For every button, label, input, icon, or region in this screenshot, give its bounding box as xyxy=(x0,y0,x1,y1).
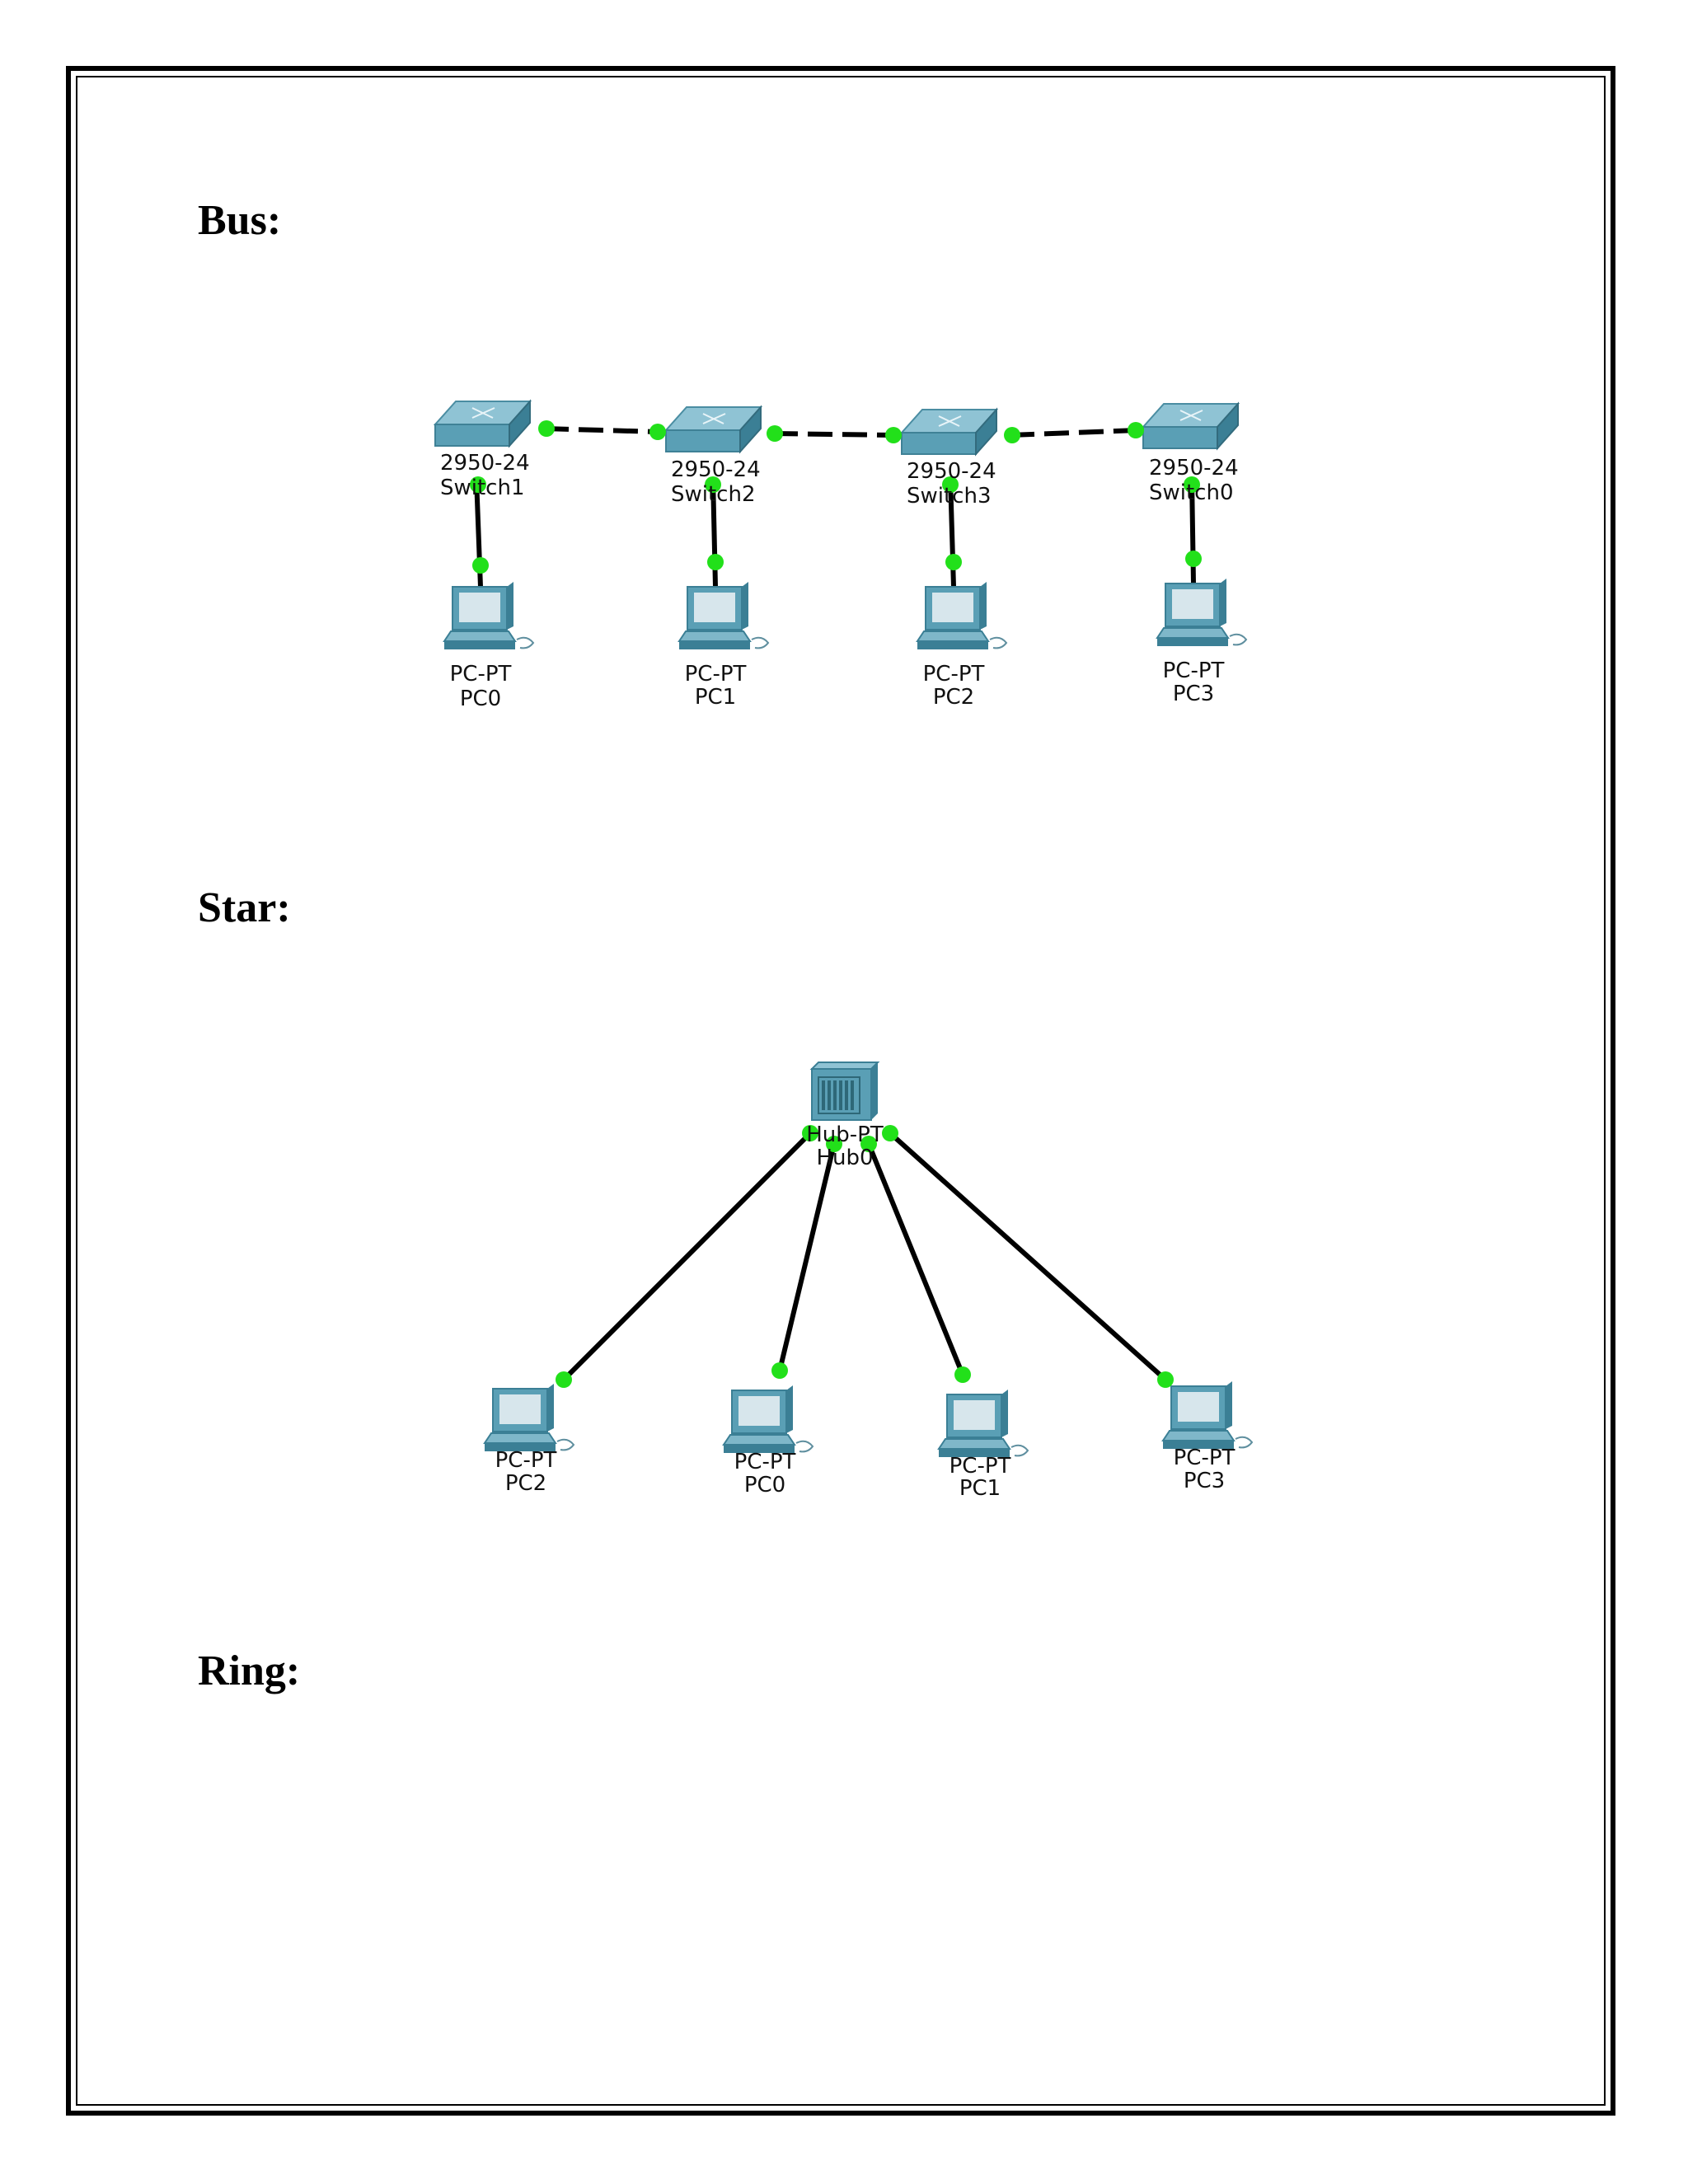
bus-switch-0-model-label: 2950-24 xyxy=(440,451,530,476)
bus-pc-0-model-label: PC-PT xyxy=(450,662,512,687)
star-pc-2-name-label: PC1 xyxy=(959,1476,1001,1501)
bus-port-switch-0-down xyxy=(470,476,486,493)
bus-switch-2-model-label: 2950-24 xyxy=(907,459,996,484)
bus-port-sw3-right xyxy=(1004,427,1020,443)
star-link-hub-pc-3 xyxy=(888,1131,1168,1382)
bus-section-title: Bus: xyxy=(198,197,282,244)
bus-pc-2[interactable] xyxy=(916,582,1008,649)
bus-switch-2[interactable] xyxy=(899,407,999,457)
bus-port-pc-0-up xyxy=(472,557,489,574)
bus-pc-2-model-label: PC-PT xyxy=(923,662,985,687)
bus-switch-3-name-label: Switch0 xyxy=(1149,480,1234,505)
star-pc-0[interactable] xyxy=(483,1384,575,1451)
bus-pc-3-name-label: PC3 xyxy=(1173,682,1214,706)
bus-pc-2-name-label: PC2 xyxy=(933,685,974,710)
bus-switch-3[interactable] xyxy=(1141,401,1240,451)
star-link-hub-pc-2 xyxy=(866,1142,965,1376)
star-port-pc-0 xyxy=(556,1371,572,1388)
bus-pc-0-name-label: PC0 xyxy=(460,687,501,711)
star-port-pc-2 xyxy=(954,1366,971,1383)
bus-port-pc-3-up xyxy=(1185,551,1202,567)
bus-port-sw2-right xyxy=(767,425,783,442)
bus-switch-1[interactable] xyxy=(663,405,763,454)
bus-port-switch-3-down xyxy=(1184,476,1200,493)
bus-port-pc-1-up xyxy=(707,554,724,570)
bus-link-switch2-switch3 xyxy=(772,431,896,438)
bus-pc-3-model-label: PC-PT xyxy=(1163,658,1225,683)
star-port-pc-3 xyxy=(1157,1371,1174,1388)
star-port-hub-1 xyxy=(826,1136,842,1152)
star-section-title: Star: xyxy=(198,884,291,931)
bus-pc-1[interactable] xyxy=(678,582,770,649)
star-pc-2-model-label: PC-PT xyxy=(950,1454,1011,1479)
star-port-pc-1 xyxy=(771,1362,788,1379)
bus-switch-1-name-label: Switch2 xyxy=(671,482,756,507)
star-port-hub-3 xyxy=(882,1125,898,1141)
star-link-hub-pc-0 xyxy=(561,1131,813,1382)
bus-switch-3-model-label: 2950-24 xyxy=(1149,456,1239,480)
star-port-hub-0 xyxy=(802,1125,818,1141)
star-pc-3[interactable] xyxy=(1161,1381,1254,1449)
star-pc-3-name-label: PC3 xyxy=(1184,1469,1225,1493)
bus-switch-2-name-label: Switch3 xyxy=(907,484,992,509)
bus-pc-0[interactable] xyxy=(443,582,535,649)
star-pc-1[interactable] xyxy=(722,1385,814,1453)
bus-port-sw3-left xyxy=(885,427,902,443)
star-pc-1-model-label: PC-PT xyxy=(734,1450,796,1474)
page-border-inner xyxy=(76,76,1606,2106)
bus-port-sw1-right xyxy=(538,420,555,437)
bus-switch-0[interactable] xyxy=(433,399,532,448)
bus-port-sw0-left xyxy=(1128,422,1144,438)
bus-pc-1-model-label: PC-PT xyxy=(685,662,747,687)
star-pc-0-name-label: PC2 xyxy=(505,1471,546,1496)
star-port-hub-2 xyxy=(860,1136,877,1152)
bus-port-switch-1-down xyxy=(705,476,721,493)
bus-pc-3[interactable] xyxy=(1156,579,1248,646)
star-pc-0-model-label: PC-PT xyxy=(495,1448,557,1473)
star-hub[interactable] xyxy=(809,1062,880,1121)
bus-link-switch1-switch2 xyxy=(543,426,660,434)
bus-port-sw2-left xyxy=(649,424,666,440)
star-pc-2[interactable] xyxy=(937,1390,1029,1457)
star-pc-1-name-label: PC0 xyxy=(744,1473,785,1497)
page-border-outer xyxy=(66,66,1615,2116)
ring-section-title: Ring: xyxy=(198,1647,301,1694)
star-pc-3-model-label: PC-PT xyxy=(1174,1446,1236,1470)
bus-link-switch3-switch0 xyxy=(1009,428,1138,438)
bus-switch-1-model-label: 2950-24 xyxy=(671,457,761,482)
bus-port-pc-2-up xyxy=(945,554,962,570)
star-link-hub-pc-1 xyxy=(777,1143,837,1371)
bus-port-switch-2-down xyxy=(942,476,959,493)
bus-switch-0-name-label: Switch1 xyxy=(440,476,525,500)
star-hub-model-label: Hub-PT xyxy=(806,1122,884,1147)
star-hub-name-label: Hub0 xyxy=(816,1146,873,1170)
bus-pc-1-name-label: PC1 xyxy=(695,685,736,710)
